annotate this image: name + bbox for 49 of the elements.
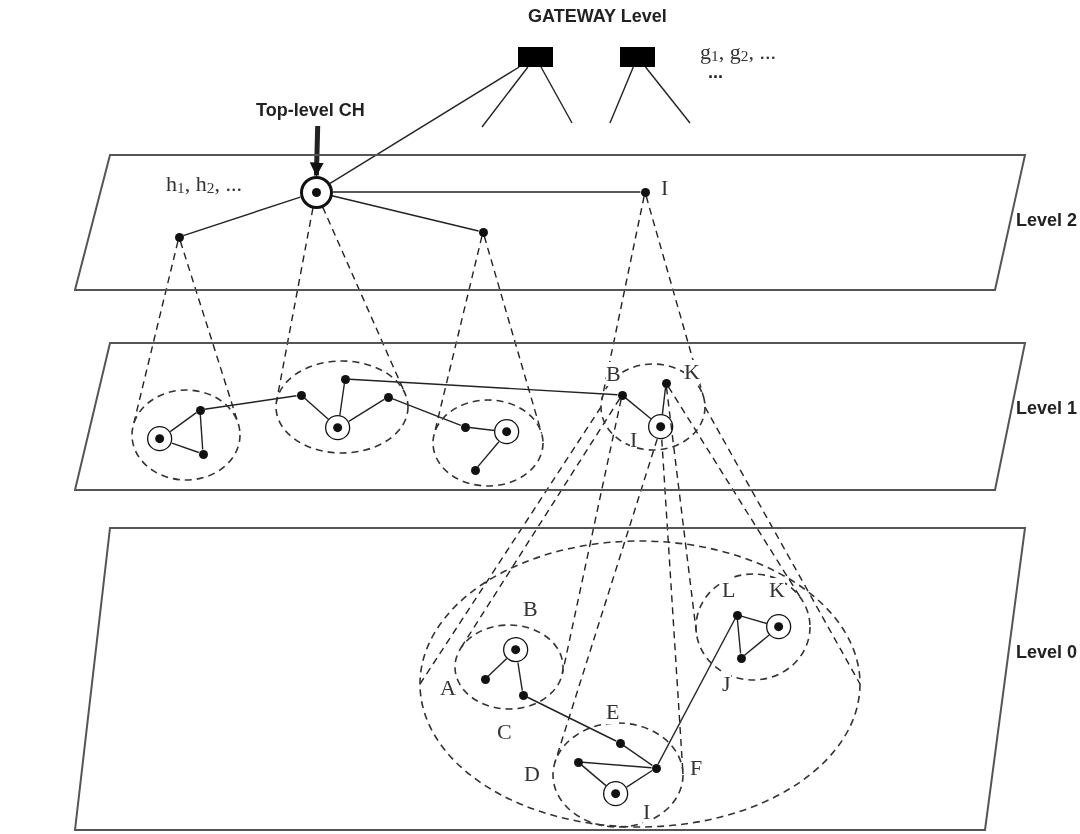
dashed-line bbox=[645, 195, 705, 398]
connector-line bbox=[481, 66, 529, 128]
dashed-line bbox=[665, 386, 698, 634]
connector-line bbox=[644, 66, 691, 124]
connector-line bbox=[348, 398, 385, 422]
node-label: K bbox=[684, 360, 700, 384]
connector-line bbox=[199, 413, 204, 451]
connector-line bbox=[169, 411, 198, 433]
connector-line bbox=[526, 696, 617, 742]
connector-line bbox=[468, 426, 496, 432]
connector-line bbox=[487, 657, 508, 677]
connector-line bbox=[661, 386, 667, 416]
callout-label: Top-level CH bbox=[256, 100, 366, 121]
level-label: Level 0 bbox=[1016, 642, 1078, 663]
connector-line bbox=[339, 382, 346, 417]
arrow bbox=[309, 125, 324, 177]
connector-line bbox=[182, 196, 301, 237]
connector-line bbox=[743, 634, 770, 656]
dashed-line bbox=[419, 406, 602, 685]
connector-line bbox=[580, 764, 607, 787]
connector-line bbox=[303, 397, 330, 421]
connector-line bbox=[581, 761, 653, 769]
connector-line bbox=[623, 744, 653, 767]
connector-line bbox=[609, 66, 634, 124]
connector-line bbox=[736, 618, 742, 655]
connector-line bbox=[331, 195, 480, 232]
dashed-line bbox=[704, 406, 861, 685]
level-label: Level 2 bbox=[1016, 210, 1078, 231]
connector-line bbox=[657, 618, 736, 765]
connector-line bbox=[624, 397, 652, 420]
connector-line bbox=[171, 442, 200, 454]
connector-line bbox=[331, 191, 642, 193]
text-label: GATEWAY Level bbox=[528, 6, 667, 27]
level-label: Level 1 bbox=[1016, 398, 1078, 419]
dashed-line bbox=[483, 235, 543, 435]
connector-line bbox=[540, 66, 573, 124]
connector-line bbox=[477, 441, 500, 468]
gateway-box bbox=[620, 47, 655, 67]
connector-line bbox=[740, 615, 768, 625]
dashed-line bbox=[561, 398, 622, 675]
connector-line bbox=[517, 661, 523, 692]
connector-line bbox=[625, 769, 653, 788]
connector-line bbox=[203, 395, 298, 410]
connector-line bbox=[391, 397, 462, 427]
gateway-box bbox=[518, 47, 553, 67]
connector-line bbox=[329, 66, 520, 185]
dashed-line bbox=[554, 438, 658, 763]
connector-line bbox=[348, 378, 619, 396]
node-label: B bbox=[606, 362, 621, 386]
